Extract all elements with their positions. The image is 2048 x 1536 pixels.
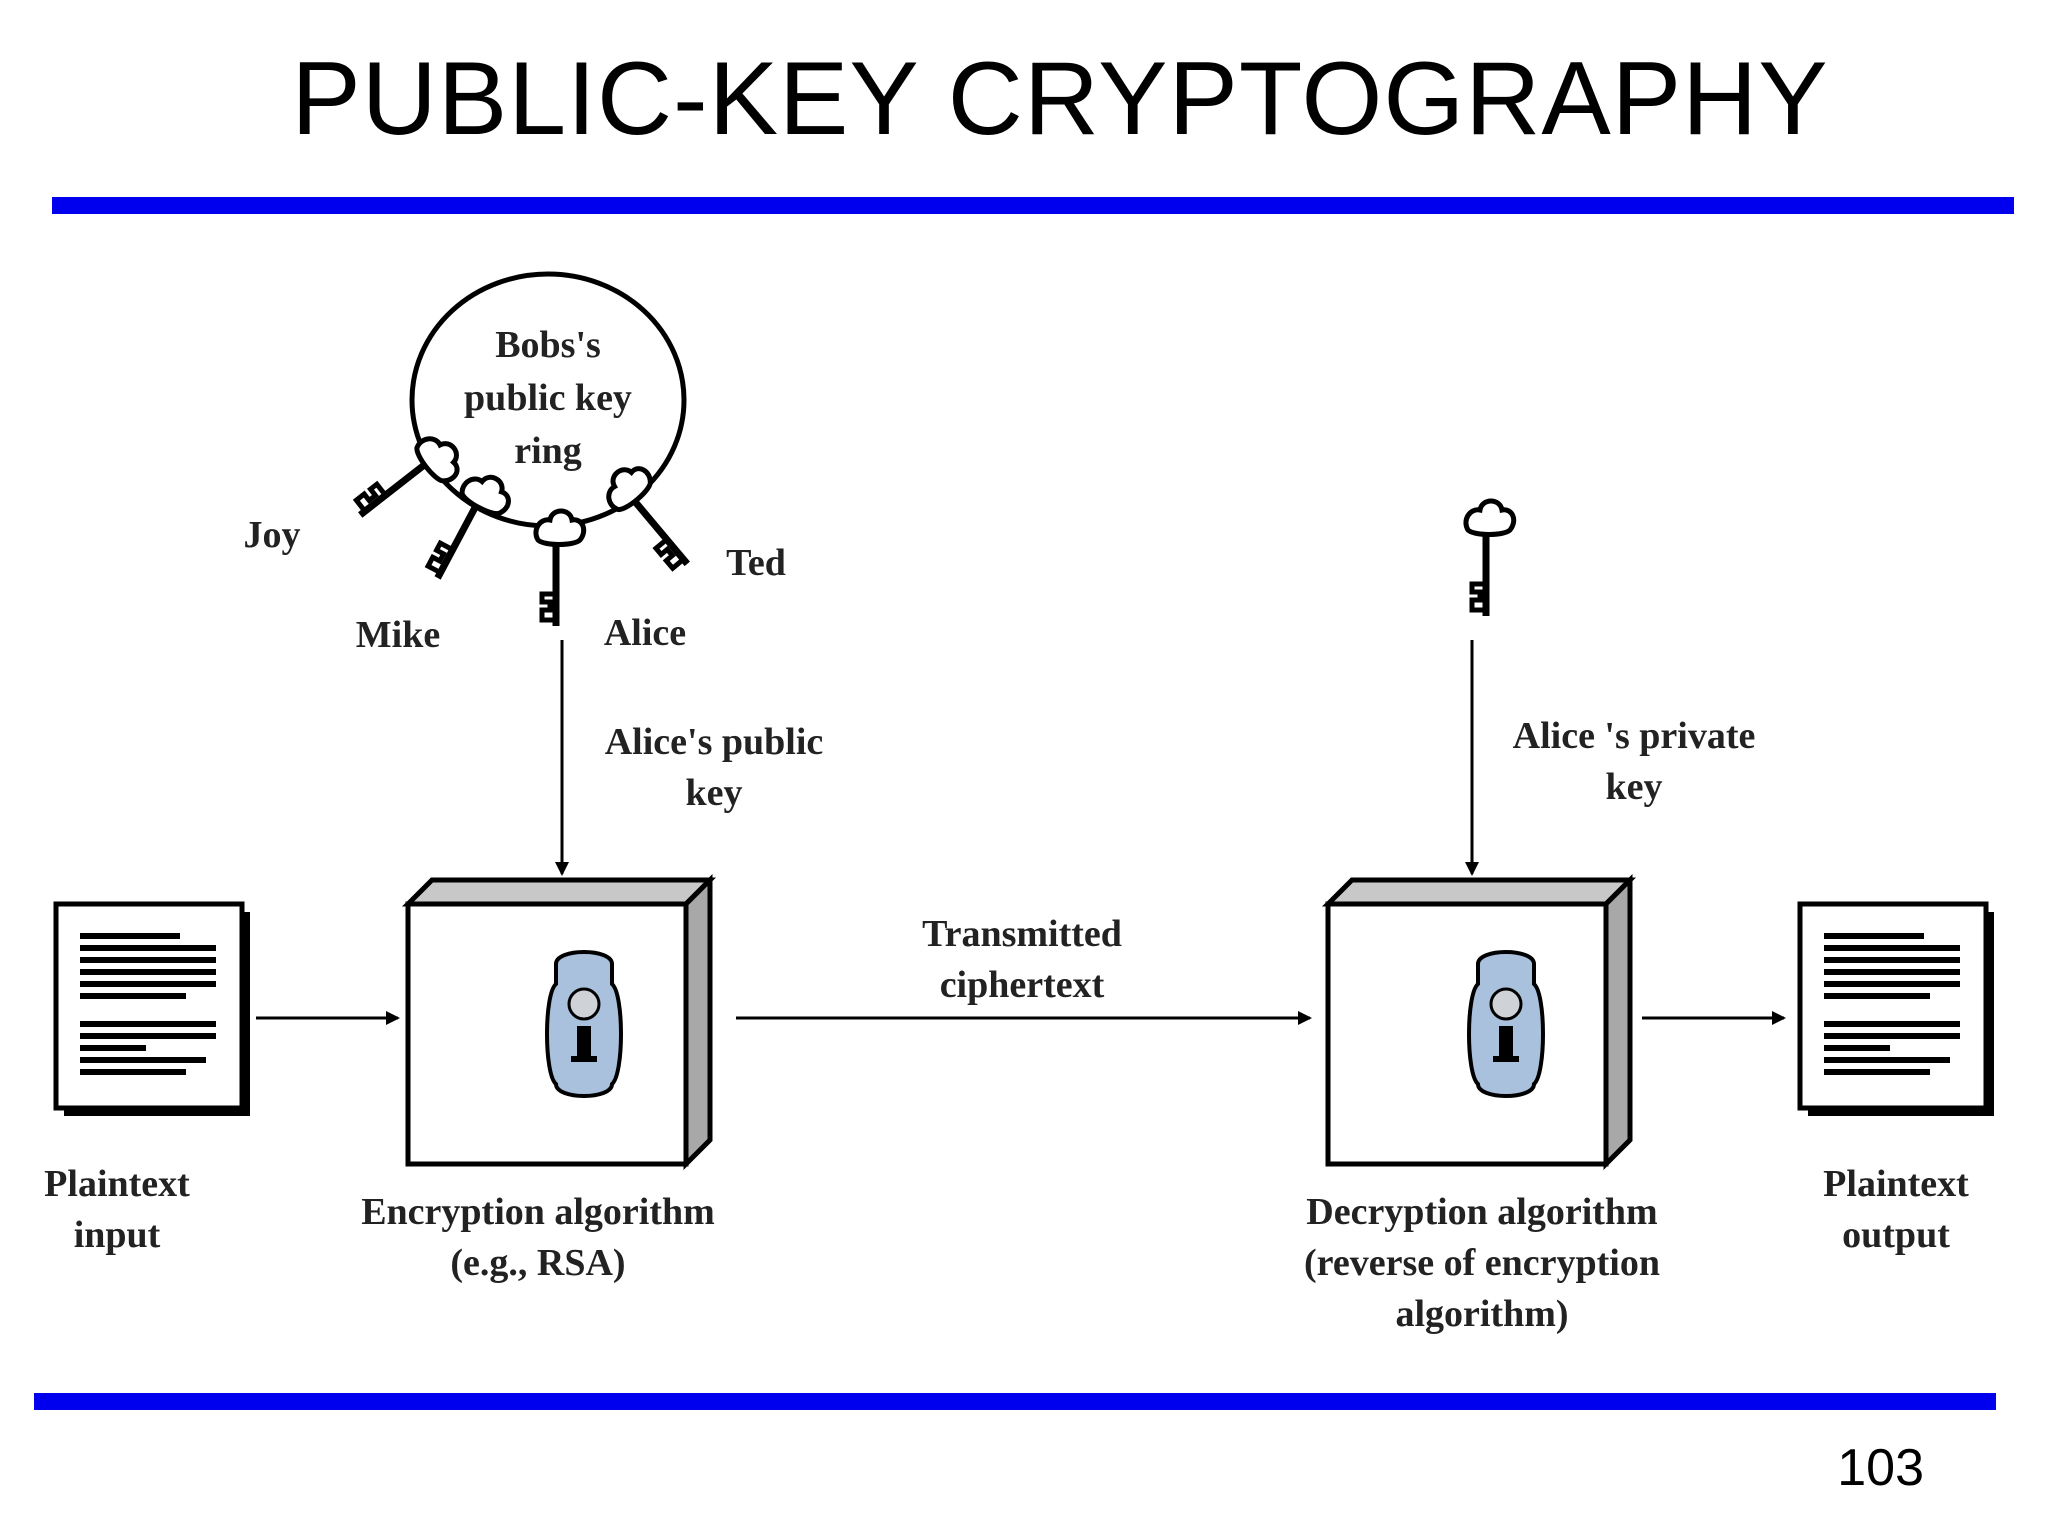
slide-title: PUBLIC-KEY CRYPTOGRAPHY <box>291 41 1829 157</box>
top-rule <box>52 197 2014 214</box>
private-key-label-line1: Alice 's private <box>1513 715 1756 757</box>
key-label-joy: Joy <box>244 514 301 556</box>
plaintext-input-label-line1: Plaintext <box>44 1163 190 1205</box>
decryption-label-line1: Decryption algorithm <box>1306 1191 1657 1233</box>
private-key-icon <box>1466 501 1514 616</box>
plaintext-output-document-icon <box>1800 904 1994 1116</box>
alice-key-icon <box>536 511 584 626</box>
plaintext-input-document-icon <box>56 904 250 1116</box>
encryption-label-line2: (e.g., RSA) <box>450 1242 625 1284</box>
key-ring-label-line1: Bobs's <box>495 324 601 366</box>
decryption-label-line2: (reverse of encryption <box>1304 1242 1660 1284</box>
plaintext-input-label-line2: input <box>74 1214 161 1256</box>
page-number: 103 <box>1837 1439 1924 1497</box>
key-label-mike: Mike <box>356 614 440 656</box>
public-key-label-line1: Alice's public <box>605 721 824 763</box>
key-ring-icon: Bobs's public key ring <box>409 271 687 529</box>
key-ring-label-line3: ring <box>514 430 582 472</box>
encryption-label-line1: Encryption algorithm <box>361 1191 715 1233</box>
plaintext-output-label-line1: Plaintext <box>1823 1163 1969 1205</box>
transmitted-label-line1: Transmitted <box>922 913 1122 955</box>
key-ring-label-line2: public key <box>464 377 632 419</box>
bottom-rule <box>34 1393 1996 1410</box>
public-key-label-line2: key <box>686 772 743 814</box>
private-key-label-line2: key <box>1606 766 1663 808</box>
decryption-lock-icon <box>1467 950 1545 1098</box>
mike-key-icon <box>420 467 516 591</box>
plaintext-output-label-line2: output <box>1842 1214 1950 1256</box>
key-label-alice: Alice <box>604 612 686 654</box>
transmitted-label-line2: ciphertext <box>940 964 1105 1006</box>
key-label-ted: Ted <box>726 542 786 584</box>
encryption-lock-icon <box>545 950 623 1098</box>
decryption-label-line3: algorithm) <box>1395 1293 1568 1335</box>
